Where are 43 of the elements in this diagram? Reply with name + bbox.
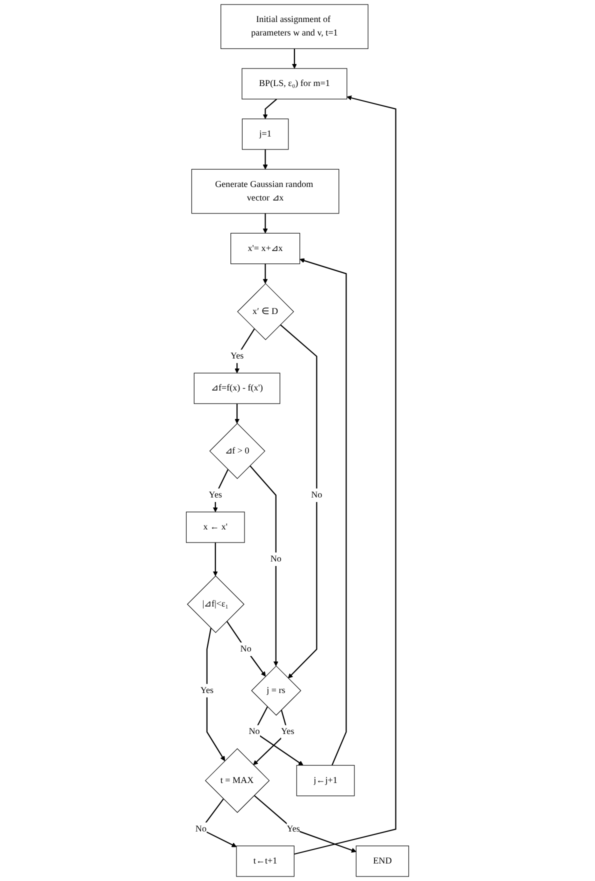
node-diamond: ⊿f > 0 [209, 423, 266, 479]
arrow [300, 258, 347, 766]
arrow [262, 264, 268, 284]
arrow [294, 96, 396, 855]
arrow [262, 213, 268, 234]
arrow [254, 706, 304, 766]
arrow [206, 628, 226, 762]
arrow [212, 469, 228, 512]
arrow [254, 794, 356, 853]
arrow [234, 328, 255, 374]
arrow [253, 710, 288, 766]
edge-label: No [240, 644, 252, 654]
node-diamond: x′ ∈ D [237, 283, 294, 340]
edge-label: No [248, 726, 260, 736]
node-box: Initial assignment of parameters w and v, t=1 [220, 4, 368, 49]
edge-label: No [311, 490, 322, 500]
edge-label: Yes [281, 726, 294, 736]
node-box: END [356, 846, 409, 877]
node-box: j=1 [242, 118, 289, 150]
arrow [250, 465, 278, 666]
arrow [226, 620, 266, 677]
node-box: x'= x+⊿x [230, 232, 300, 264]
edge-label: No [270, 554, 282, 564]
node-box: BP(LS, ε₀) for m=1 [242, 68, 348, 100]
arrow [262, 98, 278, 120]
arrow [234, 404, 240, 424]
node-box: ⊿f=f(x) - f(x') [194, 372, 280, 404]
node-box: j←j+1 [296, 765, 355, 796]
edge-label: Yes [200, 686, 214, 696]
edge-label: Yes [208, 490, 222, 500]
arrow [280, 324, 318, 678]
node-diamond: t = MAX [204, 748, 270, 813]
arrow [262, 149, 268, 170]
node-box: Generate Gaussian random vector ⊿x [191, 168, 340, 214]
edge-label: Yes [286, 824, 300, 834]
arrow [292, 48, 297, 69]
arrow [212, 542, 218, 576]
node-diamond: j = rs [251, 666, 302, 716]
edge-label: Yes [230, 351, 244, 361]
node-box: t←t+1 [236, 846, 294, 877]
node-diamond: |⊿f|<ε₁ [186, 576, 244, 633]
edge-label: No [195, 824, 207, 834]
node-box: x ← x' [186, 512, 245, 543]
